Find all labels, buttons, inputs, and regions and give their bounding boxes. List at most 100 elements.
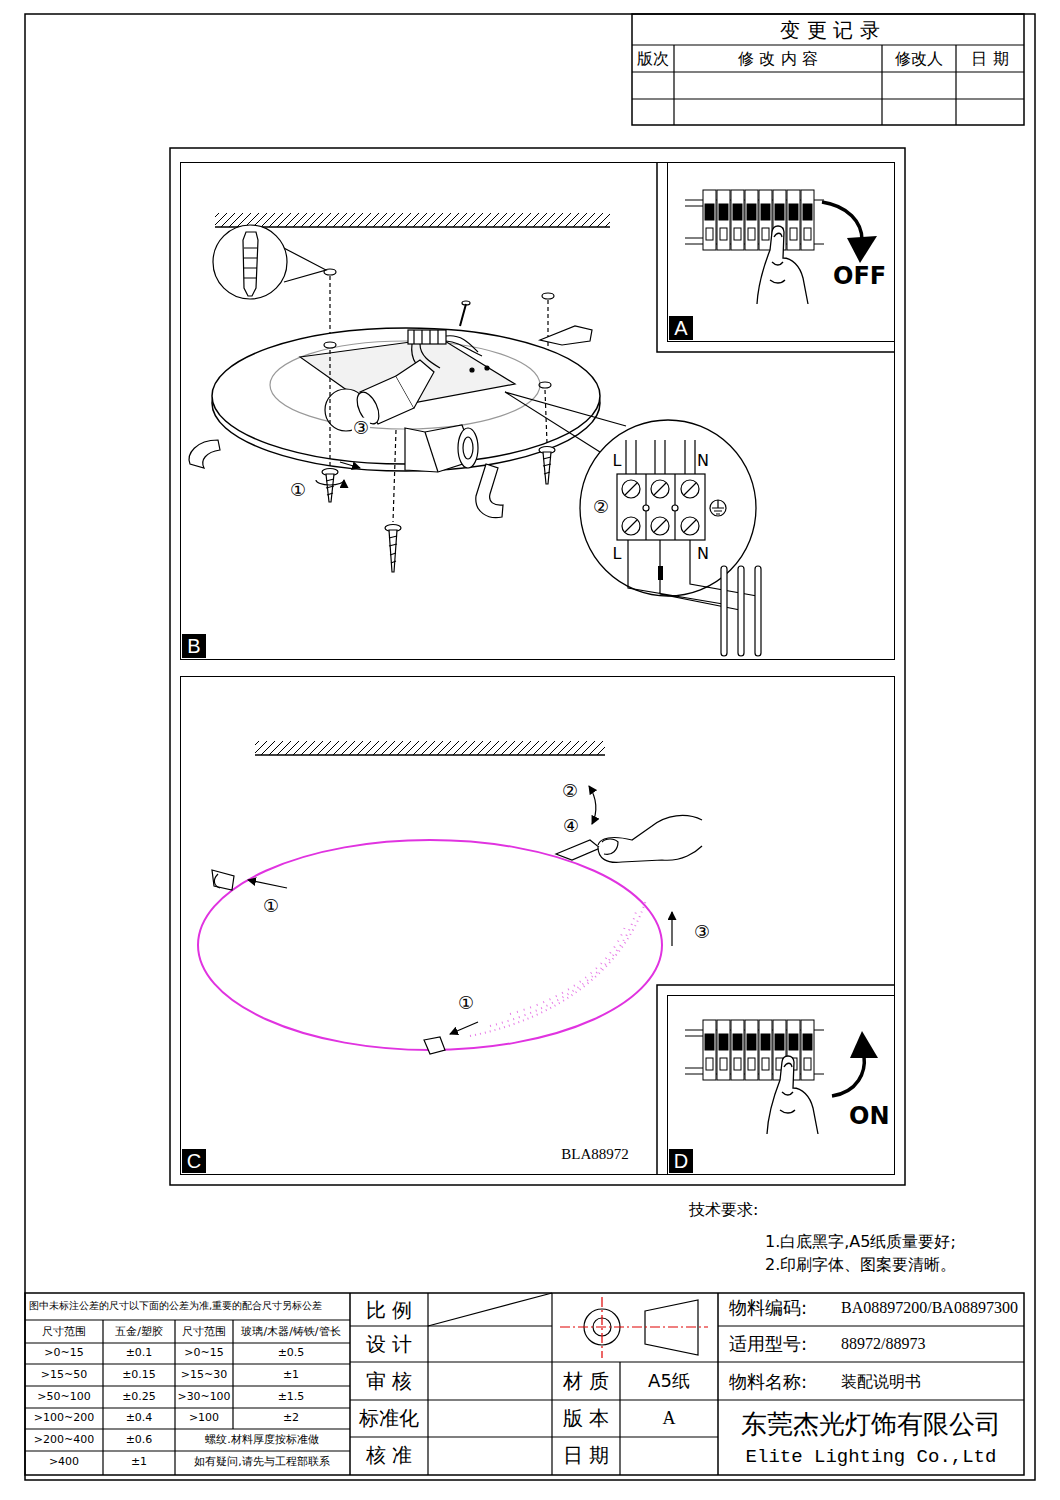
cover-fitting-art: [198, 840, 662, 1050]
title-block-grid: [25, 1293, 1024, 1475]
ceiling-mount-art: [215, 226, 610, 228]
title-block-label: 标准化: [358, 1407, 420, 1430]
callout-number: ③: [352, 418, 370, 439]
change-record-table: [632, 71, 1024, 72]
table-cell: ±0.15: [121, 1369, 157, 1382]
switch-state: OFF: [832, 263, 887, 291]
callout-number: ②: [561, 781, 579, 802]
field-label: 适用型号:: [728, 1334, 808, 1355]
callout-number: ①: [262, 896, 280, 917]
table-header: 修 改 内 容: [737, 50, 818, 68]
panel-frame: A: [667, 162, 895, 342]
breaker-off-art: [822, 202, 862, 240]
panel-letter: B: [182, 634, 206, 658]
table-cell: ±0.4: [125, 1412, 154, 1425]
panel-frame: B: [180, 162, 895, 660]
title-block-grid: [25, 1293, 1024, 1475]
note-heading: 技术要求:: [688, 1201, 759, 1219]
ceiling-mount-art: [326, 474, 334, 502]
ceiling-mount-art: [396, 360, 434, 408]
ceiling-mount-art: [324, 342, 336, 348]
ceiling-mount-art: [545, 390, 547, 443]
title-block-label: 材 质: [562, 1370, 610, 1393]
switch-state: ON: [848, 1103, 891, 1131]
ceiling-mount-art: [463, 437, 473, 459]
ceiling-mount-art: [458, 428, 478, 468]
table-header: 尺寸范围: [41, 1326, 87, 1339]
ceiling-mount-art: [316, 480, 344, 485]
ceiling-mount-art: [617, 474, 705, 540]
ceiling-mount-art: [460, 304, 466, 326]
ceiling-mount-art: [408, 330, 446, 344]
callout-number: ①: [289, 480, 307, 501]
table-cell: 如有疑问,请先与工程部联系: [193, 1456, 331, 1469]
ceiling-mount-art: [542, 293, 554, 299]
table-cell: >30~100: [177, 1391, 232, 1404]
title-block-grid: [25, 1363, 350, 1364]
ceiling-mount-art: [540, 326, 592, 345]
sheet-frame: [657, 162, 895, 352]
title-block-grid: [102, 1320, 103, 1475]
cover-fitting-art: [255, 754, 605, 756]
panel-letter: C: [182, 1149, 206, 1173]
projection-symbol: [560, 1297, 708, 1358]
table-cell: ±2: [282, 1412, 300, 1425]
company-name: 东莞杰光灯饰有限公司: [740, 1410, 1002, 1440]
ceiling-mount-art: [213, 225, 287, 299]
ceiling-mount-art: [476, 464, 503, 518]
panel-letter: D: [669, 1149, 693, 1173]
breaker-on-art: [832, 1056, 864, 1096]
title-block-label: 比 例: [365, 1299, 413, 1322]
table-cell: ±0.6: [125, 1434, 154, 1447]
title-block-grid: [350, 1399, 1024, 1400]
ceiling-mount-art: [425, 432, 438, 472]
table-cell: ±0.5: [277, 1347, 306, 1360]
ceiling-mount-art: [712, 500, 724, 514]
title-block-label: 日 期: [562, 1444, 610, 1467]
callout-number: ②: [592, 497, 610, 518]
breaker-off-art: [685, 190, 824, 250]
table-cell: >15~50: [40, 1369, 88, 1382]
ceiling-mount-art: [658, 566, 663, 580]
panel-frame: C: [180, 676, 895, 1175]
table-cell: ±0.25: [121, 1391, 157, 1404]
change-record-table: [881, 45, 882, 125]
title-block-grid: [551, 1293, 552, 1475]
cover-fitting-art: [510, 924, 626, 1014]
title-block-grid: [25, 1319, 350, 1320]
breaker-on-art: [767, 1056, 818, 1134]
breaker-off-art: [757, 226, 808, 304]
sheet-frame: [657, 985, 895, 1175]
table-cell: >100: [188, 1412, 220, 1425]
table-header: 尺寸范围: [181, 1326, 227, 1339]
ceiling-mount-art: [340, 462, 360, 468]
table-cell: >15~30: [180, 1369, 228, 1382]
table-cell: ±1: [282, 1369, 300, 1382]
ceiling-mount-art: [672, 505, 678, 511]
table-cell: >0~15: [183, 1347, 224, 1360]
table-cell: ±0.1: [125, 1347, 154, 1360]
table-cell: >0~15: [43, 1347, 84, 1360]
panel-letter: A: [669, 316, 693, 340]
cover-fitting-art: [255, 741, 605, 755]
ceiling-mount-art: [543, 452, 551, 484]
change-record-table: [673, 45, 674, 125]
change-record-table: [632, 98, 1024, 99]
terminal-label: N: [696, 545, 710, 563]
ceiling-mount-art: [389, 536, 397, 563]
ceiling-mount-art: [389, 530, 397, 572]
sheet-frame: [170, 148, 905, 1185]
breaker-on-art: [685, 1020, 824, 1080]
ceiling-mount-art: [738, 566, 744, 656]
table-header: 五金/塑胶: [114, 1326, 164, 1339]
title-block-grid: [174, 1320, 175, 1475]
cover-fitting-art: [602, 839, 618, 854]
title-block-grid: [717, 1293, 719, 1475]
sheet-frame: [170, 148, 905, 1185]
callout-number: ③: [693, 922, 711, 943]
title-block-grid: [350, 1325, 552, 1326]
title-block-grid: [349, 1293, 351, 1475]
table-header: 版次: [636, 50, 670, 68]
ceiling-mount-art: [470, 368, 474, 372]
